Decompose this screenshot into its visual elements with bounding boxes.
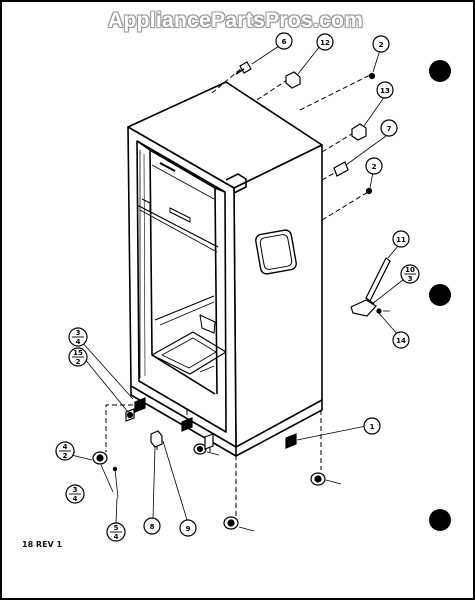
site-watermark: AppliancePartsPros.com [108,9,364,32]
label-15-sub: 2 [76,358,81,366]
callout-2-top [372,35,390,53]
label-13: 13 [380,87,390,95]
label-8: 8 [150,523,155,531]
label-4: 4 [63,443,68,451]
screw-icon [368,72,376,80]
spacer-icon [150,430,163,448]
label-10: 10 [405,266,415,274]
label-12: 12 [320,39,330,47]
binder-hole-top [429,60,451,82]
bracket-icon [333,161,349,177]
label-15: 15 [73,349,83,357]
label-11: 11 [396,236,406,244]
callout-leaders [64,43,409,525]
roller-icon [193,443,220,456]
label-2-lower: 2 [372,163,377,171]
binder-hole-middle [429,284,451,306]
callout-1 [363,417,381,435]
label-3-top: 3 [76,329,81,337]
hardware-parts [60,61,391,532]
refrigerator-cabinet [127,81,323,457]
label-3-bottom-sub: 4 [73,495,78,503]
cap-icon [351,123,367,141]
callout-6 [275,32,293,50]
roller-icon [223,516,255,532]
label-5: 5 [114,524,119,532]
label-7: 7 [387,125,392,133]
callout-2-lower [365,157,383,175]
label-3-top-sub: 4 [76,338,81,346]
fraction-bars [59,273,416,533]
callout-11 [392,230,410,248]
callout-9 [179,519,197,537]
latch-icon [350,257,391,317]
screw-icon [365,187,373,195]
label-5-sub: 4 [114,533,119,541]
label-9: 9 [186,525,191,533]
callout-8 [143,517,161,535]
leveling-leg-icon [125,408,135,422]
label-14: 14 [396,337,406,345]
callout-12 [316,33,334,51]
label-4-sub: 2 [63,452,68,460]
leveling-leg-icon [285,433,297,449]
roller-icon [92,451,108,465]
label-3-bottom: 3 [73,486,78,494]
callout-7 [380,119,398,137]
leg-icon [204,433,214,450]
label-2-top: 2 [379,41,384,49]
label-10-sub: 3 [408,275,413,283]
callout-labels: 6 12 2 13 7 2 11 10 3 14 3 4 15 2 1 4 2 … [63,38,415,541]
revision-note: 18 REV 1 [22,540,63,549]
label-1: 1 [370,423,375,431]
leveling-leg-icon [134,397,146,413]
leveling-leg-icon [181,417,193,432]
screw-icon [235,61,252,75]
roller-icon [310,472,342,486]
label-6: 6 [282,38,287,46]
binder-hole-bottom [429,509,451,531]
callout-13 [376,81,394,99]
callout-14 [392,331,410,349]
nut-icon [285,71,301,89]
pin-icon [114,468,119,499]
callout-bubbles [55,32,420,542]
